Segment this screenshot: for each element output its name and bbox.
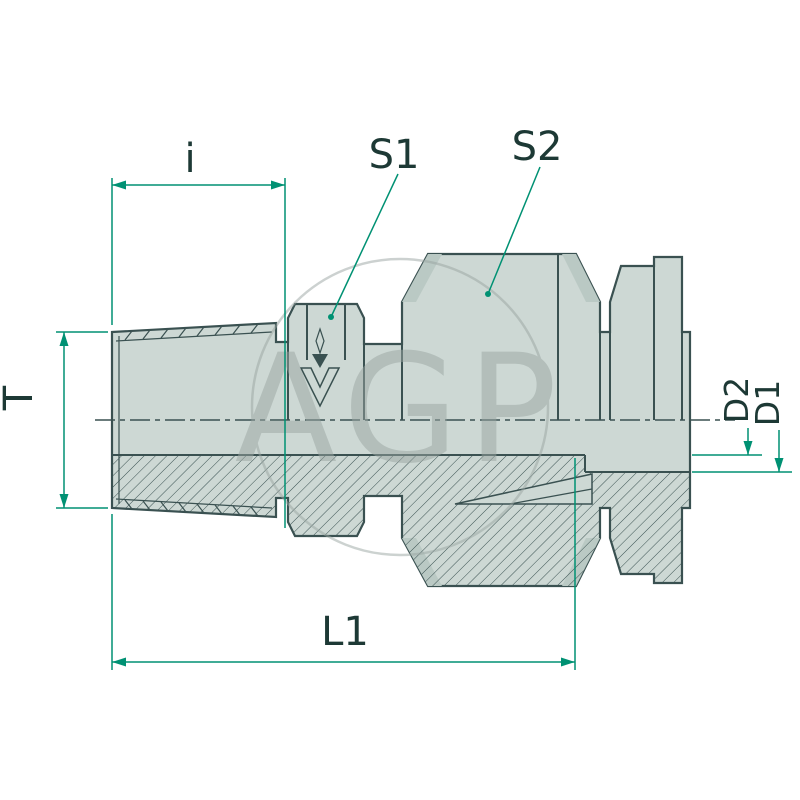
- dimension-s2-label: S2: [512, 124, 563, 170]
- dimension-s1-leader-dot: [328, 314, 334, 320]
- dimensions: i T L1 D2 D1: [0, 124, 792, 670]
- seal-cone-detail: [299, 367, 341, 408]
- dimension-s1: S1: [328, 132, 419, 320]
- watermark: AGP: [235, 257, 566, 557]
- dimension-i-extension-lines: [111, 178, 286, 528]
- section-hatch-body: [276, 455, 402, 536]
- thread-root-lines: [115, 331, 273, 509]
- dimension-l1: L1: [111, 458, 576, 670]
- section-hatch-nut: [402, 455, 690, 586]
- dimension-d1: D1: [692, 380, 792, 473]
- dimension-t-label: T: [0, 385, 42, 411]
- dimension-l1-arrow-right: [561, 657, 575, 667]
- watermark-text: AGP: [235, 323, 566, 497]
- dimension-d2-label: D2: [717, 377, 756, 423]
- dimension-l1-arrow-left: [112, 657, 126, 667]
- dimension-t-arrow-top: [59, 332, 69, 346]
- dimension-i-label: i: [184, 136, 195, 182]
- dimension-s2-leader-dot: [485, 291, 491, 297]
- dimension-d2: D2: [692, 377, 762, 456]
- hex-s2-chamfer-shade-top-left: [402, 254, 442, 302]
- thread-tick-lines: [124, 323, 259, 517]
- hex-s2-chamfer-shade-top-right: [562, 254, 600, 302]
- dimension-s1-leader-line: [330, 173, 399, 318]
- dimension-d1-label: D1: [748, 380, 787, 426]
- dimension-t: T: [0, 331, 108, 509]
- dimension-s2-leader-line: [487, 166, 541, 295]
- watermark-circle: [250, 257, 550, 557]
- dimension-t-arrow-bottom: [59, 494, 69, 508]
- dimension-i: i: [111, 136, 286, 528]
- seal-arrow-icon: [312, 354, 328, 368]
- bore-line: [112, 454, 690, 473]
- dimension-d1-arrow: [774, 458, 784, 472]
- seal-diamond-symbol: [315, 327, 325, 355]
- cutting-ring-edge: [509, 488, 593, 505]
- dimension-l1-label: L1: [321, 609, 369, 655]
- dimension-s1-label: S1: [369, 132, 420, 178]
- dimension-s2: S2: [485, 124, 562, 297]
- dimension-i-arrow-right: [271, 180, 285, 190]
- hex-face-edges: [287, 254, 683, 420]
- dimension-d2-arrow: [743, 441, 753, 455]
- dimension-l1-extension-lines: [111, 458, 576, 670]
- dimension-i-arrow-left: [112, 180, 126, 190]
